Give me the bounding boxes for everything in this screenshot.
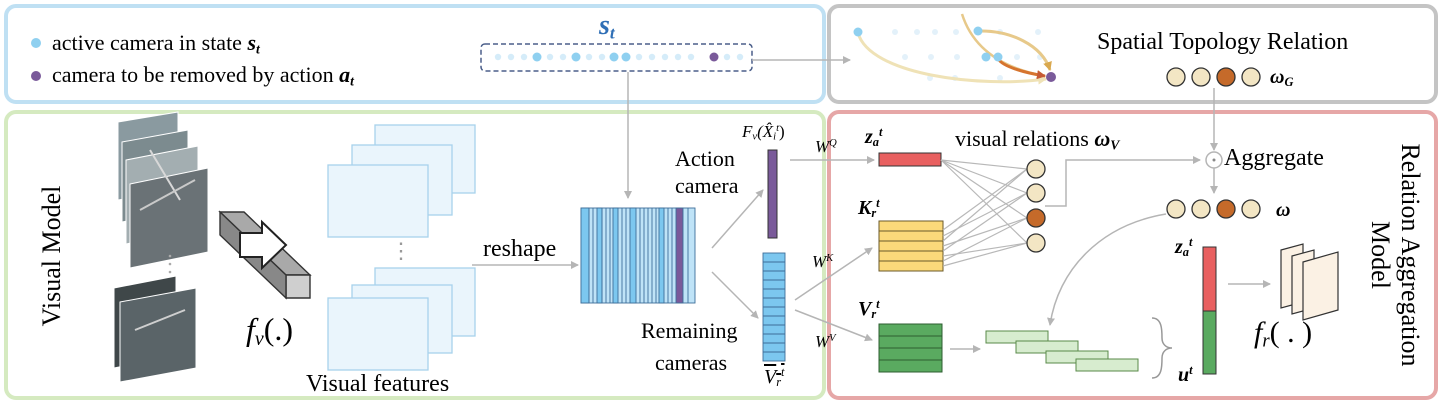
state-vector-dots bbox=[494, 52, 744, 62]
omega-to-values-arrow bbox=[1047, 213, 1167, 326]
state-vector-box bbox=[480, 43, 753, 72]
weighted-value-rows bbox=[985, 330, 1139, 372]
state-panel bbox=[4, 4, 826, 104]
k-label: Krt bbox=[858, 196, 880, 220]
key-matrix bbox=[878, 220, 944, 272]
camera-images-stack bbox=[113, 111, 209, 383]
concat-value-part bbox=[1202, 310, 1217, 375]
fr-label: fr( . ) bbox=[1254, 316, 1313, 352]
z2-label: zat bbox=[1175, 235, 1193, 259]
omega-circles bbox=[1166, 199, 1261, 219]
reshape-label: reshape bbox=[483, 236, 557, 262]
attention-lines bbox=[940, 159, 1028, 267]
state-label: st bbox=[599, 10, 615, 43]
visual-model-label: Visual Model bbox=[37, 185, 66, 327]
reshaped-tensor bbox=[580, 207, 696, 304]
sum-brace bbox=[1151, 317, 1173, 379]
visual-model-panel bbox=[4, 110, 826, 400]
fv-action-label: Fv(X̂it) bbox=[742, 122, 785, 143]
wk-label: WK bbox=[812, 252, 834, 271]
relation-panel bbox=[827, 110, 1438, 400]
spatial-title: Spatial Topology Relation bbox=[1097, 29, 1349, 55]
features-ellipsis: ⋮ bbox=[390, 238, 412, 263]
wk-arrow bbox=[794, 247, 873, 301]
fv-label: fv(.) bbox=[246, 311, 294, 350]
omega-g-label: ωG bbox=[1270, 66, 1294, 90]
z-label: zat bbox=[865, 125, 883, 149]
query-bar bbox=[878, 152, 942, 167]
visual-features-maps bbox=[327, 124, 476, 371]
to-remaining-arrow bbox=[711, 271, 759, 319]
remaining-label-1: Remaining bbox=[641, 318, 738, 343]
legend-remove-dot bbox=[31, 71, 41, 81]
wq-label: WQ bbox=[815, 137, 837, 156]
wv-label: WV bbox=[815, 332, 836, 351]
fv-block bbox=[218, 210, 312, 300]
aggregate-label: Aggregate bbox=[1224, 145, 1324, 171]
omega-v-circles bbox=[1026, 159, 1046, 253]
visual-features-label: Visual features bbox=[306, 371, 450, 397]
visual-relations-label: visual relations ωV bbox=[955, 126, 1120, 153]
u-label: ut bbox=[1178, 363, 1193, 386]
value-matrix bbox=[878, 323, 943, 373]
omega-g-circles bbox=[1166, 67, 1261, 87]
v-remaining-label: Vrt bbox=[764, 365, 785, 389]
remaining-label-2: cameras bbox=[655, 350, 728, 375]
v-label: Vrt bbox=[858, 297, 880, 321]
to-action-arrow bbox=[711, 189, 764, 249]
legend-remove-label: camera to be removed by action at bbox=[52, 62, 354, 89]
relation-model-label: Relation Aggregation Model bbox=[1366, 143, 1425, 367]
action-camera-bar bbox=[767, 149, 778, 239]
spatial-graph bbox=[853, 13, 1056, 85]
omega-v-to-aggregate bbox=[1045, 156, 1201, 207]
omega-label: ω bbox=[1276, 199, 1291, 221]
concat-query-part bbox=[1202, 246, 1217, 312]
remaining-cameras-bar bbox=[762, 252, 786, 362]
spatial-panel bbox=[827, 4, 1438, 104]
legend-active-dot bbox=[31, 38, 41, 48]
action-camera-label-2: camera bbox=[675, 173, 739, 198]
legend-active-label: active camera in state st bbox=[52, 30, 260, 57]
fr-output-maps bbox=[1280, 243, 1339, 321]
wv-arrow bbox=[794, 309, 873, 342]
action-camera-label-1: Action bbox=[675, 146, 735, 171]
